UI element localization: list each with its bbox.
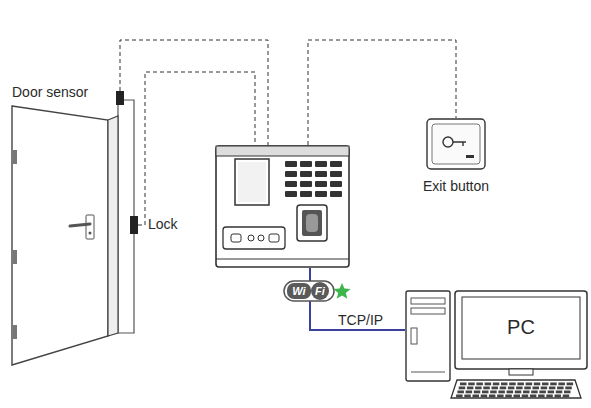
pc: PC [405,288,589,400]
exit-button: Exit button [426,118,486,170]
node-label: Exit button [423,178,489,194]
node-label: Lock [148,216,178,232]
wifi-label: Fi [315,285,325,297]
access-terminal [215,145,350,268]
node-outline [405,288,589,400]
node-outline [215,145,350,268]
node-outline [426,118,486,170]
lock: Lock [130,216,138,234]
node-label: Door sensor [12,84,88,100]
edge-label: TCP/IP [336,312,385,328]
node-label: PC [507,316,535,338]
door-sensor: Door sensor [116,91,124,105]
signal-wire [120,40,268,145]
wifi-label: Wi [292,285,305,297]
